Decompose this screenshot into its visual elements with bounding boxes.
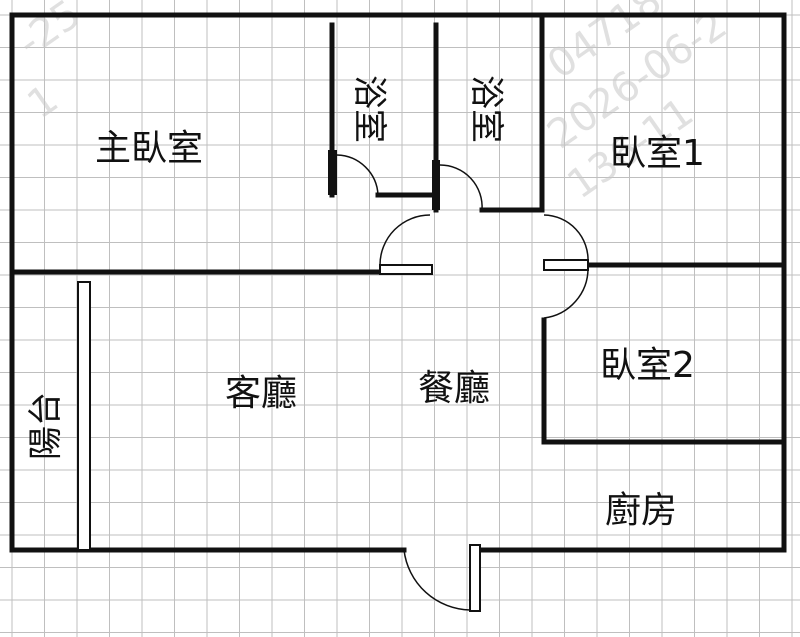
hall-right-stub: [543, 259, 589, 271]
label-bathroom-1: 浴室: [349, 75, 389, 143]
label-balcony: 陽台: [26, 392, 66, 460]
door-swing-entry: [403, 549, 471, 611]
entry-door-jamb: [469, 544, 481, 612]
door-swing-hall-left: [379, 214, 431, 266]
balcony-rail: [77, 281, 91, 551]
label-master-bedroom: 主臥室: [95, 128, 203, 169]
label-kitchen: 廚房: [605, 490, 677, 531]
door-swing-bedroom1: [543, 214, 589, 263]
balcony-rail-rect: [77, 281, 91, 551]
room-labels: 主臥室 臥室1 臥室2 客廳 餐廳 廚房: [95, 128, 705, 531]
label-bathroom-2: 浴室: [466, 75, 506, 143]
label-dining-room: 餐廳: [418, 368, 490, 409]
label-bedroom-1: 臥室1: [610, 133, 705, 174]
bath2-door-stub: [432, 160, 440, 210]
door-swing-bath2: [439, 164, 483, 211]
label-bedroom-2: 臥室2: [600, 345, 695, 386]
door-swing-bedroom2: [543, 267, 589, 319]
watermark-code-d: 1: [19, 76, 66, 128]
door-swing-bath1: [336, 154, 379, 196]
bath1-door-stub: [328, 150, 337, 195]
label-living-room: 客廳: [225, 373, 297, 414]
door-swings: [336, 154, 589, 611]
hall-left-stub: [379, 264, 433, 275]
wall-stubs: [328, 150, 589, 612]
